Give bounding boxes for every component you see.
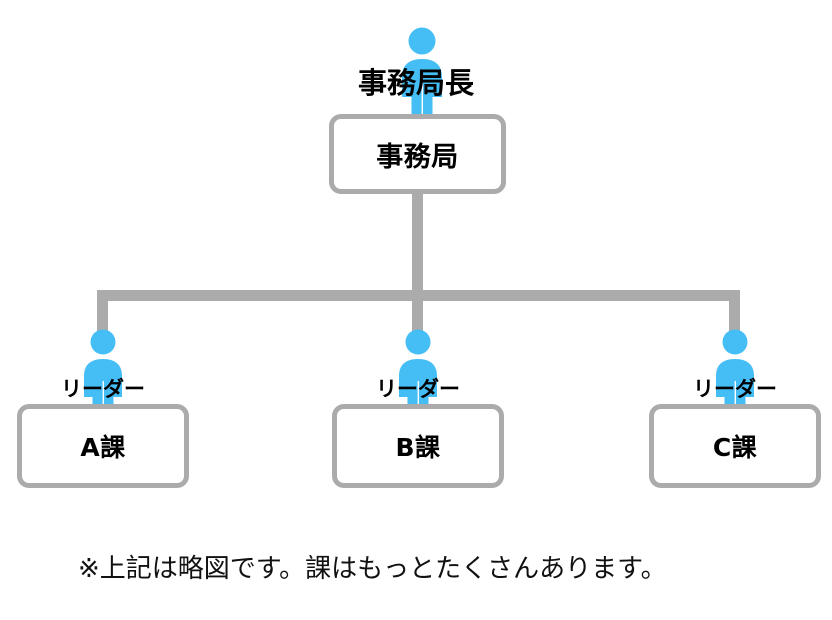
child-3-role-label: リーダー	[693, 377, 777, 401]
child-2-role-label: リーダー	[376, 377, 460, 401]
node-box-child-1[interactable]: A課	[17, 404, 189, 488]
node-box-root[interactable]: 事務局	[329, 114, 506, 194]
node-box-child-3[interactable]: C課	[649, 404, 821, 488]
connector-root-vertical	[412, 193, 423, 295]
root-role-label: 事務局長	[357, 66, 474, 100]
node-box-child-1-label: A課	[80, 433, 126, 462]
node-box-root-label: 事務局	[376, 141, 459, 173]
connector-drop-child-3	[729, 290, 740, 340]
child-1-role-label: リーダー	[61, 377, 145, 401]
node-box-child-2-label: B課	[395, 433, 441, 462]
footnote-text: ※上記は略図です。課はもっとたくさんあります。	[78, 554, 667, 584]
node-box-child-2[interactable]: B課	[332, 404, 504, 488]
connector-drop-child-2	[412, 290, 423, 340]
node-box-child-3-label: C課	[712, 433, 758, 462]
connector-drop-child-1	[97, 290, 108, 340]
